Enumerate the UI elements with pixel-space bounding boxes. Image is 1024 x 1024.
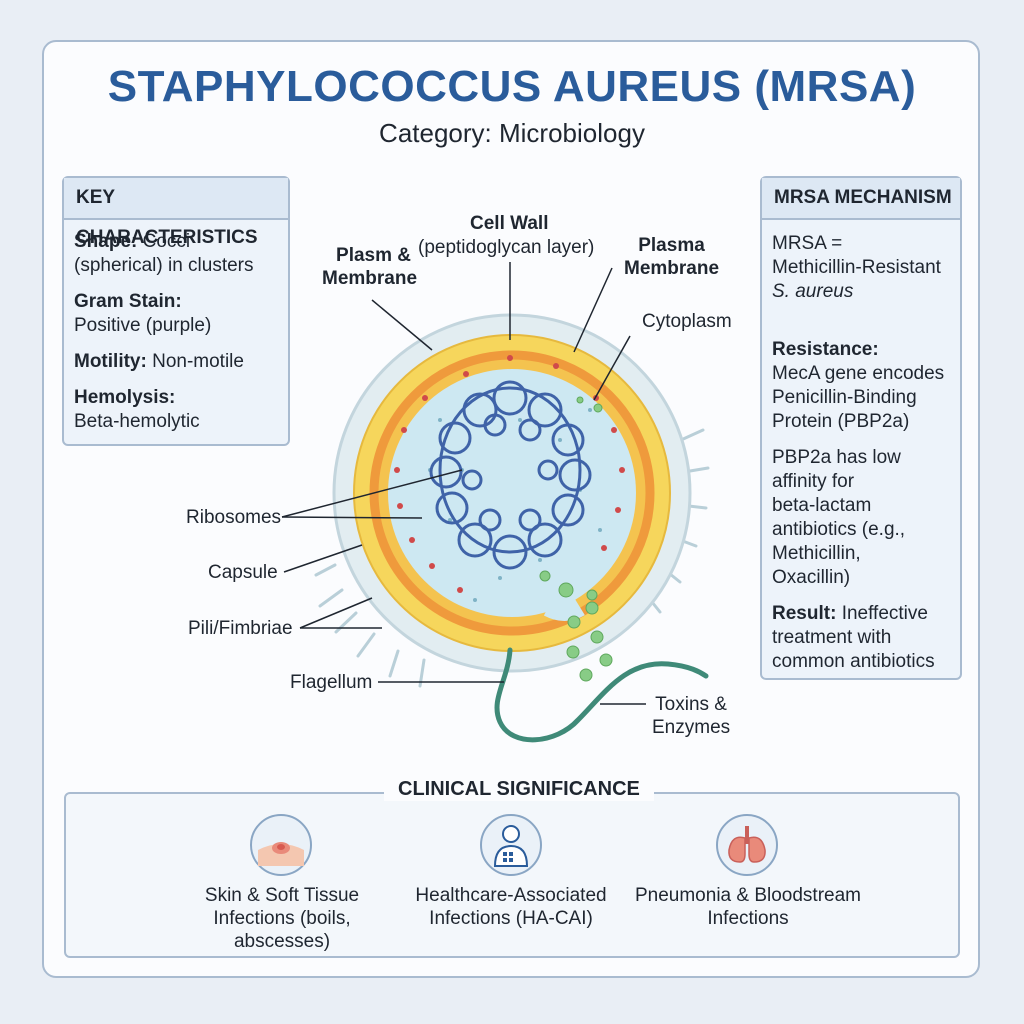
mrsa-mechanism-heading: MRSA MECHANISM	[762, 178, 960, 220]
clinical-skin-line1: Skin & Soft Tissue	[204, 885, 360, 906]
mrsa-definition: MRSA = Methicillin-Resistant S. aureus	[772, 232, 950, 304]
lungs-icon	[716, 814, 778, 876]
plasma-membrane-left-line2: Membrane	[322, 268, 418, 289]
shape-value-rest: (spherical) in clusters	[74, 255, 254, 276]
mrsa-mechanism-panel: MRSA MECHANISM MRSA = Methicillin-Resist…	[760, 176, 962, 680]
clinical-skin-line3: abscesses)	[233, 931, 331, 952]
pbp2a-line5: Methicillin,	[772, 543, 861, 564]
shape-label: Shape:	[74, 231, 138, 252]
cell-wall-sublabel: (peptidoglycan layer)	[418, 237, 595, 258]
pbp2a-line6: Oxacillin)	[772, 567, 851, 588]
gram-stain-label: Gram Stain:	[74, 291, 182, 312]
clinical-item-pneumonia: Pneumonia & Bloodstream Infections	[630, 884, 866, 930]
plasma-membrane-right-line2: Membrane	[624, 258, 720, 279]
ribosomes	[394, 355, 625, 593]
flagellum	[494, 647, 709, 743]
pbp2a-line1: PBP2a has low	[772, 447, 901, 468]
page-title: STAPHYLOCOCCUS AUREUS (MRSA)	[107, 62, 917, 111]
clinical-skin-line2: Infections (boils,	[213, 908, 351, 929]
toxins-label: Toxins & Enzymes	[652, 693, 730, 739]
membrane-opening	[543, 592, 585, 621]
plasma-membrane-left-label: Plasm & Membrane	[322, 244, 417, 290]
key-characteristics-panel: KEY CHARACTERISTICS Shape: Cocci (spheri…	[62, 176, 290, 446]
ribosomes-label: Ribosomes	[186, 507, 282, 528]
hemolysis-label: Hemolysis:	[74, 387, 176, 408]
resistance-line1: MecA gene encodes	[772, 363, 945, 384]
leader-lines	[281, 262, 646, 705]
capsule-label: Capsule	[208, 562, 278, 583]
mrsa-mechanism-body: MRSA = Methicillin-Resistant S. aureus R…	[762, 220, 960, 696]
plasma-membrane-left-line1: Plasm &	[336, 245, 411, 266]
resistance-line3: Protein (PBP2a)	[772, 411, 910, 432]
cytoplasm	[388, 369, 636, 617]
pbp2a-item: PBP2a has low affinity for beta-lactam a…	[772, 446, 950, 590]
clinical-healthcare-line1: Healthcare-Associated	[415, 885, 607, 906]
clinical-pneumonia-line2: Infections	[707, 908, 789, 929]
clinical-item-healthcare: Healthcare-Associated Infections (HA-CAI…	[400, 884, 622, 930]
result-line2: treatment with	[772, 627, 892, 648]
pbp2a-line3: beta-lactam	[772, 495, 872, 516]
nucleoid-dna	[429, 380, 592, 570]
shape-item: Shape: Cocci (spherical) in clusters	[74, 230, 278, 278]
mrsa-def-line3: S. aureus	[772, 281, 854, 302]
pili-label: Pili/Fimbriae	[188, 618, 293, 639]
motility-value: Non-motile	[152, 351, 244, 372]
cytoplasm-label: Cytoplasm	[642, 311, 732, 332]
result-label: Result:	[772, 603, 837, 624]
pbp2a-line4: antibiotics (e.g.,	[772, 519, 906, 540]
mrsa-def-line1: MRSA =	[772, 233, 843, 254]
result-line3: common antibiotics	[772, 651, 935, 672]
motility-label: Motility:	[74, 351, 147, 372]
cell-wall-label: Cell Wall	[470, 213, 549, 234]
result-item: Result: Ineffective treatment with commo…	[772, 602, 950, 674]
shape-value: Cocci	[142, 231, 191, 252]
motility-item: Motility: Non-motile	[74, 350, 278, 374]
plasma-membrane-right-label: Plasma Membrane	[624, 234, 719, 280]
flagellum-label: Flagellum	[290, 672, 373, 693]
toxins-enzymes	[539, 396, 613, 682]
skin-icon	[250, 814, 312, 876]
clinical-pneumonia-line1: Pneumonia & Bloodstream	[634, 885, 861, 906]
clinical-healthcare-line2: Infections (HA-CAI)	[429, 908, 593, 929]
key-characteristics-heading: KEY CHARACTERISTICS	[64, 178, 288, 248]
resistance-label: Resistance:	[772, 339, 879, 360]
toxins-line1: Toxins &	[655, 694, 727, 715]
clinical-item-skin: Skin & Soft Tissue Infections (boils, ab…	[190, 884, 374, 953]
mrsa-def-line2: Methicillin-Resistant	[772, 257, 941, 278]
hemolysis-value: Beta-hemolytic	[74, 411, 200, 432]
resistance-line2: Penicillin-Binding	[772, 387, 917, 408]
page-subtitle: Category: Microbiology	[379, 118, 645, 148]
clinical-significance-heading: CLINICAL SIGNIFICANCE	[384, 778, 654, 801]
key-characteristics-body: Shape: Cocci (spherical) in clusters Gra…	[64, 220, 288, 456]
plasma-membrane-right-line1: Plasma	[638, 235, 705, 256]
gram-stain-value: Positive (purple)	[74, 315, 212, 336]
pbp2a-line2: affinity for	[772, 471, 855, 492]
resistance-item: Resistance: MecA gene encodes Penicillin…	[772, 338, 950, 434]
gram-stain-item: Gram Stain: Positive (purple)	[74, 290, 278, 338]
result-value: Ineffective	[841, 603, 928, 624]
hemolysis-item: Hemolysis: Beta-hemolytic	[74, 386, 278, 434]
doctor-icon	[480, 814, 542, 876]
toxins-line2: Enzymes	[652, 717, 731, 738]
